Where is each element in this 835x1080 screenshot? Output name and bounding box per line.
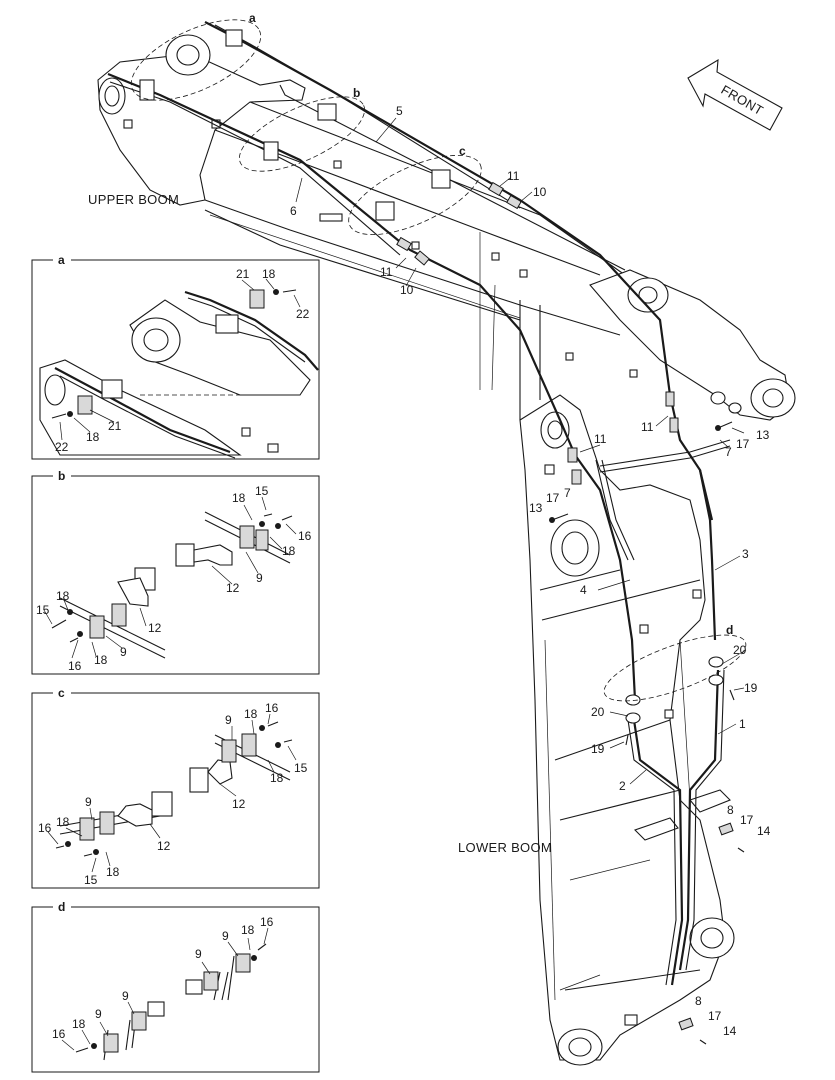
panel-c-callout-9-b: 9 (85, 795, 92, 809)
callout-8-b: 8 (695, 994, 702, 1008)
panel-c-callout-12-a: 12 (232, 797, 246, 811)
panel-a-callout-22-bottom: 22 (55, 440, 69, 454)
panel-b-callout-18-b: 18 (282, 544, 296, 558)
panel-a-callout-18-top: 18 (262, 267, 276, 281)
callout-17-b: 17 (546, 491, 560, 505)
callout-8-a: 8 (727, 803, 734, 817)
detail-ellipses (130, 19, 747, 702)
panel-d-callout-16-a: 16 (260, 915, 274, 929)
panel-c-callout-18-d: 18 (106, 865, 120, 879)
callout-3: 3 (742, 547, 749, 561)
main-leader-lines (295, 117, 747, 785)
callout-7-b: 7 (564, 486, 571, 500)
callout-17-d: 17 (708, 1009, 722, 1023)
callout-11-c: 11 (594, 432, 607, 446)
panel-c-callout-18-b: 18 (270, 771, 284, 785)
front-arrow: FRONT (687, 58, 783, 131)
panel-c-callout-15-b: 15 (84, 873, 98, 887)
panel-b-callout-16-b: 16 (68, 659, 82, 673)
callout-7-a: 7 (725, 445, 732, 459)
panel-b-letter: b (58, 469, 65, 483)
panel-a-callout-18-bottom: 18 (86, 430, 100, 444)
callout-10-a: 10 (533, 185, 547, 199)
callout-14-b: 14 (723, 1024, 737, 1038)
callout-19-b: 19 (591, 742, 605, 756)
panel-c-callout-16-a: 16 (265, 701, 279, 715)
callout-11-b: 11 (380, 265, 393, 279)
panel-d-letter: d (58, 900, 65, 914)
callout-2: 2 (619, 779, 626, 793)
panel-b-callout-18-d: 18 (94, 653, 108, 667)
callout-17-a: 17 (736, 437, 750, 451)
panel-a-callout-22-top: 22 (296, 307, 310, 321)
callout-10-b: 10 (400, 283, 414, 297)
main-callouts: a b c d 5 6 11 10 11 10 11 11 17 13 7 13… (249, 11, 771, 1038)
panel-d-callout-9-b: 9 (222, 929, 229, 943)
panel-a-callout-21-bottom: 21 (108, 419, 122, 433)
panel-d-callout-9-a: 9 (195, 947, 202, 961)
panel-c-callout-15-a: 15 (294, 761, 308, 775)
callout-13-a: 13 (756, 428, 770, 442)
callout-detail-b: b (353, 86, 360, 100)
panel-b-callout-15-a: 15 (255, 484, 269, 498)
panel-d-callout-18-a: 18 (241, 923, 255, 937)
callout-13-b: 13 (529, 501, 543, 515)
detail-panel-c: c 9 18 16 (31, 685, 320, 889)
panel-d-callout-18-b: 18 (72, 1017, 86, 1031)
callout-1: 1 (739, 717, 746, 731)
callout-11-d: 11 (641, 420, 654, 434)
detail-panel-d: d 9 9 18 16 9 9 18 16 (31, 899, 320, 1073)
callout-14-a: 14 (757, 824, 771, 838)
callout-detail-c: c (459, 144, 466, 158)
panel-b-callout-12-b: 12 (148, 621, 162, 635)
panel-b-callout-16-a: 16 (298, 529, 312, 543)
upper-clamps (139, 29, 451, 221)
upper-boom-label: UPPER BOOM (88, 192, 179, 207)
detail-panel-b: b 18 15 16 (31, 468, 320, 675)
detail-panel-a: a 21 18 22 22 18 21 (31, 252, 320, 460)
panel-b-callout-9-a: 9 (256, 571, 263, 585)
callout-20-b: 20 (591, 705, 605, 719)
panel-c-callout-12-b: 12 (157, 839, 171, 853)
panel-d-callout-9-c: 9 (122, 989, 129, 1003)
panel-d-callout-16-b: 16 (52, 1027, 66, 1041)
panel-c-callout-9-a: 9 (225, 713, 232, 727)
callout-6: 6 (290, 204, 297, 218)
callout-detail-a: a (249, 11, 256, 25)
panel-a-callout-21-top: 21 (236, 267, 250, 281)
lower-boom-body (519, 394, 735, 1066)
panel-b-callout-15-b: 15 (36, 603, 50, 617)
callout-17-c: 17 (740, 813, 754, 827)
callout-20-a: 20 (733, 643, 747, 657)
panel-b-callout-12-a: 12 (226, 581, 240, 595)
callout-detail-d: d (726, 623, 733, 637)
callout-4: 4 (580, 583, 587, 597)
panel-b-callout-9-b: 9 (120, 645, 127, 659)
panel-c-callout-16-b: 16 (38, 821, 52, 835)
panel-a-letter: a (58, 253, 65, 267)
callout-19-a: 19 (744, 681, 758, 695)
panel-d-callout-9-d: 9 (95, 1007, 102, 1021)
callout-11-a: 11 (507, 169, 520, 183)
panel-c-callout-18-c: 18 (56, 815, 70, 829)
panel-b-callout-18-c: 18 (56, 589, 70, 603)
panel-c-letter: c (58, 686, 65, 700)
panel-c-callout-18-a: 18 (244, 707, 258, 721)
callout-5: 5 (396, 104, 403, 118)
lower-boom-label: LOWER BOOM (458, 840, 552, 855)
panel-b-callout-18-a: 18 (232, 491, 246, 505)
